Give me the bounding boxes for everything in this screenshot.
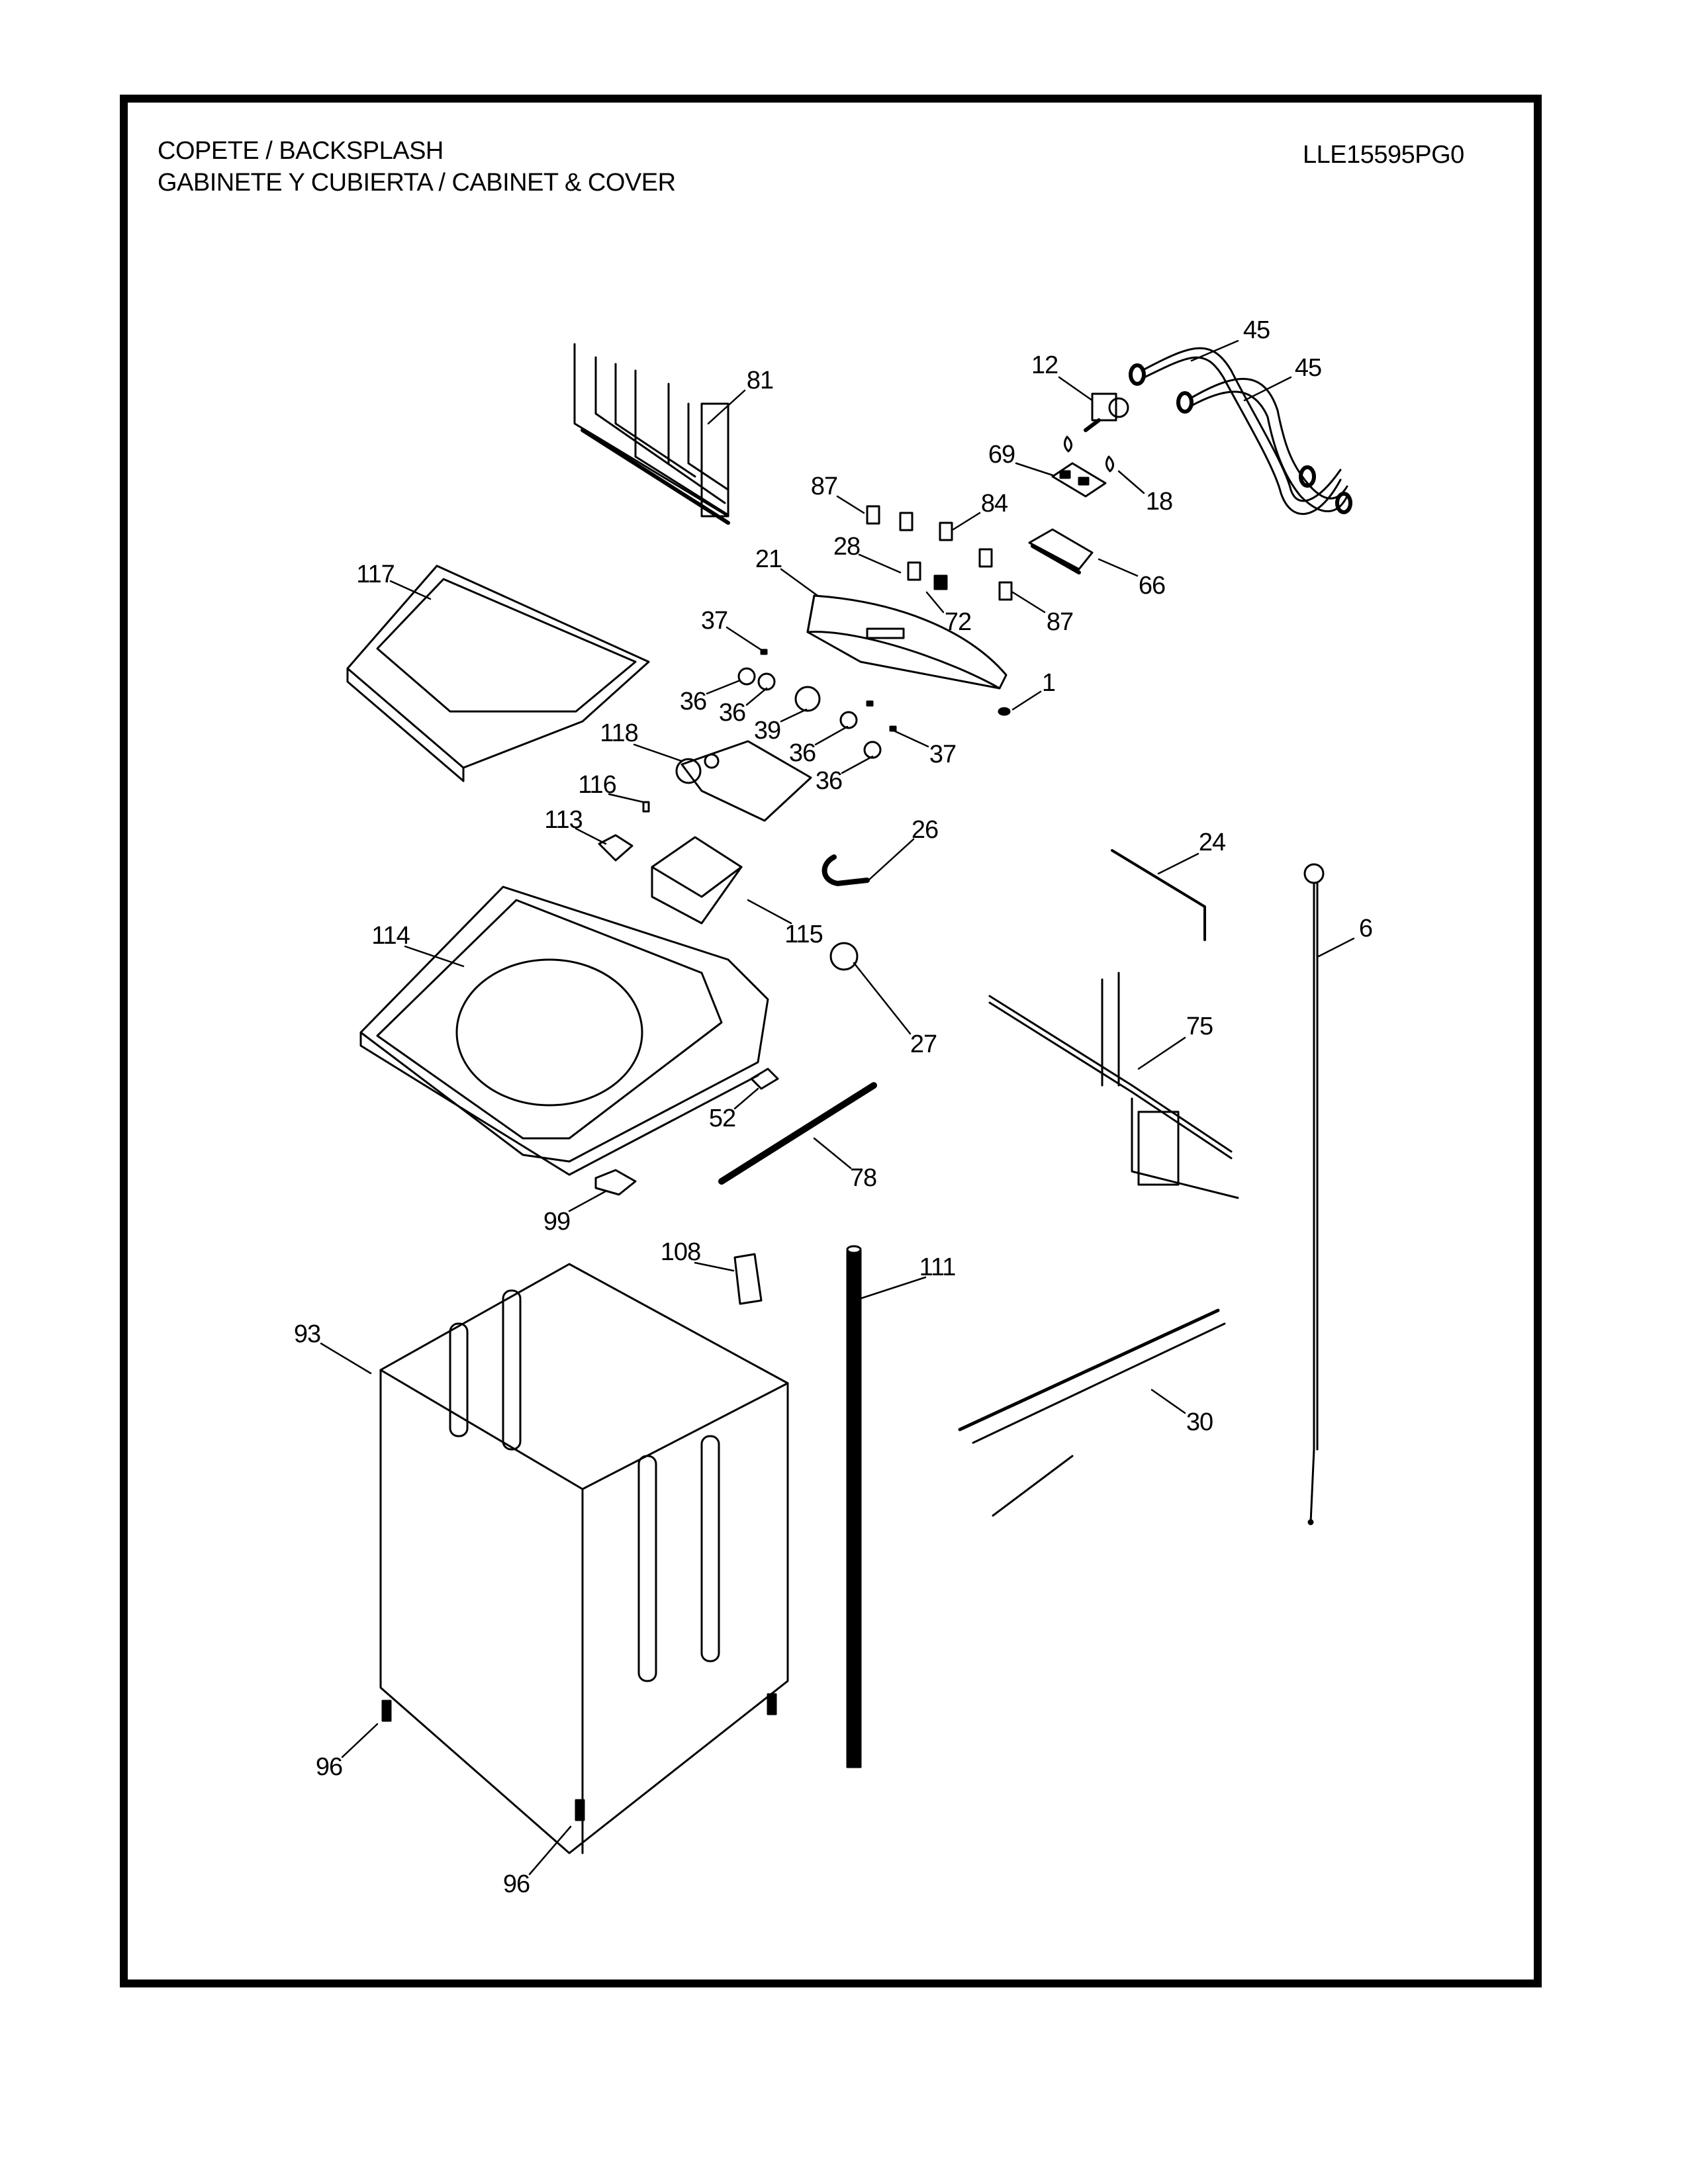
callout-96: 96 xyxy=(502,1870,530,1898)
part-117-lid xyxy=(346,565,650,782)
part-78-tube xyxy=(718,1082,877,1185)
part-81-wire-harness xyxy=(573,343,730,525)
callout-45: 45 xyxy=(1294,354,1322,382)
callout-72: 72 xyxy=(944,608,972,636)
diagram-title-cabinet-cover: GABINETE Y CUBIERTA / CABINET & COVER xyxy=(158,169,676,197)
callout-24: 24 xyxy=(1198,829,1226,856)
model-number: LLE15595PG0 xyxy=(1303,141,1464,169)
callout-118: 118 xyxy=(600,719,639,747)
callout-52: 52 xyxy=(708,1105,736,1132)
callout-36: 36 xyxy=(815,767,843,795)
part-93-cabinet xyxy=(379,1263,789,1854)
part-6-power-cord xyxy=(1303,863,1325,1525)
callout-28: 28 xyxy=(833,533,861,561)
callout-87: 87 xyxy=(810,473,838,500)
callout-87: 87 xyxy=(1046,608,1074,636)
part-21-backsplash xyxy=(806,594,1008,690)
callout-117: 117 xyxy=(356,561,395,588)
callout-36: 36 xyxy=(679,688,707,715)
callout-36: 36 xyxy=(718,699,746,727)
part-114-top-cover xyxy=(359,886,769,1176)
part-116-plug xyxy=(642,801,650,813)
callout-75: 75 xyxy=(1186,1013,1213,1040)
callout-93: 93 xyxy=(293,1320,321,1348)
diagram-border xyxy=(120,95,1542,1987)
part-113-bleach-dispenser xyxy=(598,834,633,862)
callout-21: 21 xyxy=(755,545,782,573)
part-75-main-harness xyxy=(988,972,1239,1199)
part-24-wire-harness xyxy=(1111,849,1206,941)
callout-116: 116 xyxy=(578,771,617,799)
part-switches xyxy=(866,505,1013,601)
callout-78: 78 xyxy=(849,1164,877,1192)
callout-12: 12 xyxy=(1031,351,1058,379)
callout-1: 1 xyxy=(1041,669,1056,697)
callout-36: 36 xyxy=(788,739,816,767)
diagram-title-backsplash: COPETE / BACKSPLASH xyxy=(158,137,444,165)
callout-84: 84 xyxy=(980,490,1008,518)
part-45-inlet-hoses xyxy=(1129,347,1352,516)
part-52-bracket xyxy=(750,1068,779,1090)
callout-99: 99 xyxy=(543,1208,571,1236)
callout-18: 18 xyxy=(1145,488,1173,516)
callout-81: 81 xyxy=(746,367,774,394)
callout-66: 66 xyxy=(1138,572,1166,600)
part-69-control-board xyxy=(1051,462,1107,498)
callout-96: 96 xyxy=(315,1753,343,1781)
part-111-drain-hose xyxy=(846,1245,862,1768)
callout-6: 6 xyxy=(1358,915,1373,942)
callout-115: 115 xyxy=(784,921,823,948)
part-108-bracket xyxy=(733,1253,763,1305)
callout-leader-lines xyxy=(320,340,1355,1876)
callout-111: 111 xyxy=(919,1253,957,1281)
callout-37: 37 xyxy=(929,741,957,768)
part-12-water-inlet-valve xyxy=(1064,392,1129,473)
part-26-hose xyxy=(821,854,870,886)
callout-108: 108 xyxy=(660,1238,701,1266)
part-96-leveling-legs xyxy=(381,1693,777,1821)
callout-26: 26 xyxy=(911,816,939,844)
part-115-drawer xyxy=(651,836,743,925)
part-99-lid-lock xyxy=(594,1169,637,1196)
callout-37: 37 xyxy=(700,607,728,635)
callout-114: 114 xyxy=(371,922,410,950)
callout-69: 69 xyxy=(988,441,1015,469)
part-27-pressure-switch xyxy=(829,942,859,971)
part-66-board-housing xyxy=(1028,528,1094,574)
callout-113: 113 xyxy=(544,806,583,834)
callout-27: 27 xyxy=(910,1030,937,1058)
part-30-wire-harness xyxy=(958,1308,1226,1517)
callout-30: 30 xyxy=(1186,1408,1213,1436)
part-118-dispenser-valve xyxy=(675,740,812,822)
callout-45: 45 xyxy=(1243,316,1270,344)
part-knobs xyxy=(737,649,1011,759)
callout-39: 39 xyxy=(753,717,781,745)
